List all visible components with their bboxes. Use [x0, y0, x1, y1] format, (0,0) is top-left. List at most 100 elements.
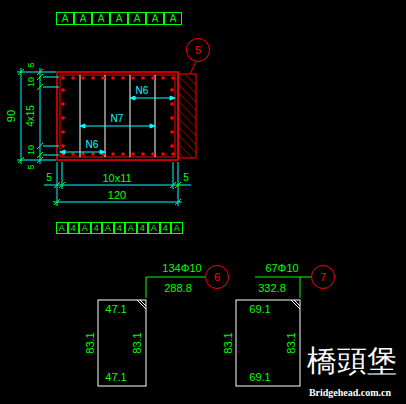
rebar-dot	[91, 152, 95, 156]
rebar-dot	[161, 152, 165, 156]
bar-spec: 134Φ10	[161, 263, 202, 274]
dimension: 90	[6, 109, 17, 123]
rebar-dot	[61, 76, 65, 80]
dimension: 69.1	[248, 372, 271, 383]
callout-number: 5	[186, 38, 210, 62]
stirrup-outline	[60, 75, 175, 157]
rebar-dot	[171, 76, 175, 80]
tag-text: A	[62, 14, 69, 24]
hook	[137, 300, 146, 309]
section-tag: A	[171, 222, 183, 234]
section-tag: A	[92, 12, 110, 25]
section-tag: A	[128, 12, 146, 25]
section-tag: A	[56, 12, 74, 25]
rebar-dot	[61, 102, 65, 106]
rebar-dot	[141, 152, 145, 156]
rebar-dot	[161, 76, 165, 80]
rebar-dot	[81, 76, 85, 80]
leader-line	[255, 277, 311, 298]
rebar-dot	[121, 76, 125, 80]
tag-text: A	[98, 14, 105, 24]
rebar-dot	[151, 76, 155, 80]
tag-text: 4	[71, 224, 76, 233]
tag-text: A	[151, 224, 157, 233]
bar-spec: 67Φ10	[264, 263, 299, 274]
section-tag: 4	[68, 222, 80, 234]
dimension: 10	[27, 144, 36, 156]
tag-text: 4	[94, 224, 99, 233]
rebar-dot	[71, 152, 75, 156]
dimension: 47.1	[104, 304, 127, 315]
dimension: 83.1	[132, 331, 143, 354]
rebar-dot	[61, 130, 65, 134]
rebar-dot	[131, 152, 135, 156]
rebar-dot	[61, 144, 65, 148]
rebar-dots	[61, 76, 175, 156]
section-tag: A	[102, 222, 114, 234]
callout-text: 5	[195, 45, 201, 56]
rebar-dot	[171, 152, 175, 156]
watermark: Bridgehead.com.cn	[308, 388, 392, 398]
callout-number: 6	[205, 265, 229, 289]
stirrup-shape	[236, 300, 300, 386]
section-tag: 4	[91, 222, 103, 234]
bar-mark: N6	[85, 140, 100, 150]
rebar-dot	[170, 116, 174, 120]
tag-text: A	[170, 14, 177, 24]
hatched-area	[178, 74, 196, 158]
dimension: 83.1	[286, 331, 297, 354]
tag-text: A	[82, 224, 88, 233]
leader-line	[190, 62, 196, 74]
bar-dimensions	[60, 96, 175, 154]
section-tag: A	[146, 12, 164, 25]
tag-text: A	[116, 14, 123, 24]
hook	[291, 300, 300, 309]
dimension: 47.1	[104, 372, 127, 383]
tag-text: 4	[140, 224, 145, 233]
section-tag: 4	[160, 222, 172, 234]
rebar-dot	[141, 76, 145, 80]
rebar-dot	[81, 152, 85, 156]
dimension: 5	[45, 173, 53, 183]
section-tag: A	[79, 222, 91, 234]
callout-text: 6	[214, 272, 220, 283]
dimension: 120	[107, 190, 127, 201]
leader-line	[146, 277, 205, 298]
rebar-dot	[121, 152, 125, 156]
bottom-dimensions	[44, 162, 191, 206]
tag-text: A	[105, 224, 111, 233]
dimension: 10x11	[101, 173, 132, 184]
rebar-dot	[170, 130, 174, 134]
bar-length: 332.8	[257, 283, 287, 294]
rebar-dot	[151, 152, 155, 156]
rebar-dot	[91, 76, 95, 80]
tag-text: A	[174, 224, 180, 233]
dimension: 83.1	[223, 331, 234, 354]
rebar-dot	[111, 152, 115, 156]
callout-text: 7	[320, 272, 326, 283]
dimension: 69.1	[248, 304, 271, 315]
rebar-dot	[111, 76, 115, 80]
rebar-dot	[61, 116, 65, 120]
dimension: 5	[182, 173, 190, 183]
rebar-dot	[170, 144, 174, 148]
callout-number: 7	[311, 265, 335, 289]
tag-text: A	[59, 224, 65, 233]
bar-mark: N6	[135, 86, 150, 96]
rebar-dot	[131, 76, 135, 80]
section-outline	[57, 72, 178, 160]
tag-text: A	[128, 224, 134, 233]
rebar-lines	[80, 75, 155, 157]
rebar-dot	[71, 76, 75, 80]
rebar-dot	[170, 88, 174, 92]
section-tag: A	[125, 222, 137, 234]
left-dimensions	[17, 68, 59, 164]
bar-length: 288.8	[163, 283, 193, 294]
rebar-dot	[101, 76, 105, 80]
tag-text: 4	[163, 224, 168, 233]
rebar-dot	[170, 102, 174, 106]
tag-text: 4	[117, 224, 122, 233]
tag-text: A	[80, 14, 87, 24]
section-tag: 4	[114, 222, 126, 234]
section-tag: A	[148, 222, 160, 234]
